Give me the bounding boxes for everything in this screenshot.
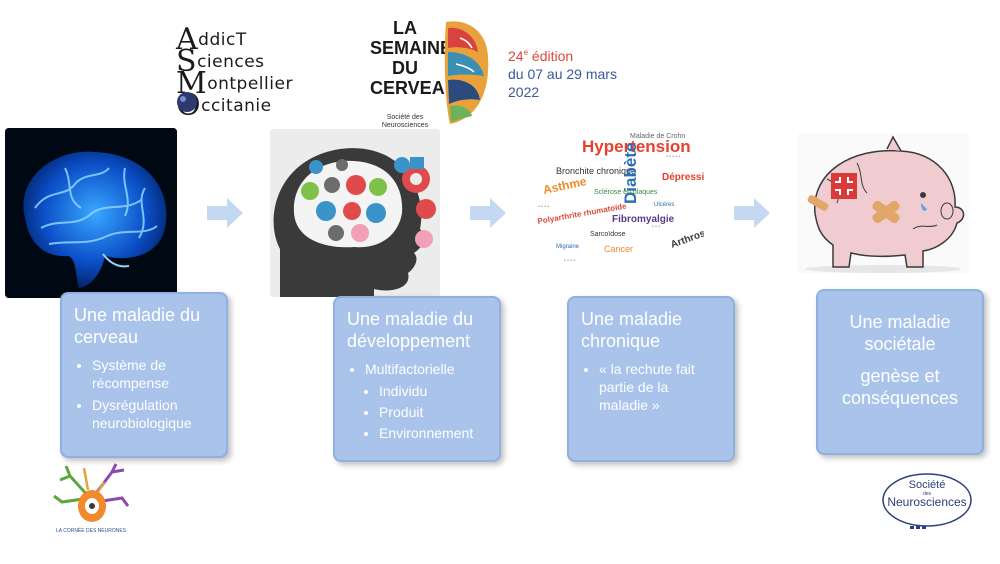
sub-bullet: Produit [379,403,487,421]
edition-info: 24e édition du 07 au 29 mars 2022 [508,48,617,100]
bullet: Dysrégulation neurobiologique [92,396,214,432]
bullet: Système de récompense [92,356,214,392]
sub-bullet: Environnement [379,424,487,442]
stage-title: Une maladie sociétale [849,312,951,354]
piggy-bank-icon [797,133,969,273]
head-gears-icon [270,129,440,297]
bullet: Multifactorielle [365,360,487,378]
word-diabete: Diabète [621,143,640,204]
semaine-du-cerveau-logo: LA SEMAINE DU CERVEAU Société des Neuros… [360,18,490,129]
stage-title: Une maladie du développement [347,309,474,351]
stage-societal-disease: Une maladie sociétale genèse et conséque… [816,289,984,455]
neuron-icon [52,463,130,536]
word-cancer: Cancer [604,244,633,254]
addict-sciences-logo: AddicT Sciences Montpellier Occitanie [176,22,293,123]
svg-text:• • •: • • • [652,224,660,230]
bullet: « la rechute fait partie de la maladie » [599,360,721,414]
stage-subtitle: genèse et conséquences [841,366,959,408]
head-gears-image [270,129,440,297]
blue-brain-image [5,128,177,298]
injured-piggy-bank-image [797,133,969,273]
disease-word-cloud: Maladie de Crohn Hypertension Bronchite … [534,128,704,274]
word-asthme: Asthme [542,174,588,197]
word-migraine: Migraine [556,244,580,250]
arrow-right-icon [470,198,506,228]
word-hypertension: Hypertension [582,137,691,156]
arrow-right-icon [734,198,770,228]
bandage-icon [872,200,900,224]
word-arthrose: Arthrose [669,226,704,251]
word-depression: Dépression [662,172,704,183]
brain-icon [5,128,177,298]
stage-chronic-disease: Une maladie chronique « la rechute fait … [567,296,735,462]
societe-neurosciences-logo: Société des Neurosciences [880,470,974,534]
neurones-logo: LA CORNÉE DES NEURONES [50,462,132,538]
arrow-right-icon [207,198,243,228]
word-bronchite: Bronchite chronique [556,166,636,176]
stage-title: Une maladie du cerveau [74,305,201,347]
svg-text:• • • •: • • • • [564,258,575,264]
svg-text:• • • •: • • • • [538,204,549,210]
word-ulceres: Ulcères [654,202,674,208]
stage-title: Une maladie chronique [581,309,683,351]
word-crohn: Maladie de Crohn [630,133,685,140]
stage-brain-disease: Une maladie du cerveau Système de récomp… [60,292,228,458]
globe-icon [177,92,197,112]
svg-text:• • • • •: • • • • • [666,154,681,160]
word-sarcoidose: Sarcoïdose [590,231,626,238]
word-sclerose: Sclérose en plaques [594,189,658,196]
word-fibromyalgie: Fibromyalgie [612,214,675,225]
colorful-brain-icon [444,21,489,124]
stage-development-disease: Une maladie du développement Multifactor… [333,296,501,462]
gear-icon [402,165,430,193]
sub-bullet: Individu [379,382,487,400]
